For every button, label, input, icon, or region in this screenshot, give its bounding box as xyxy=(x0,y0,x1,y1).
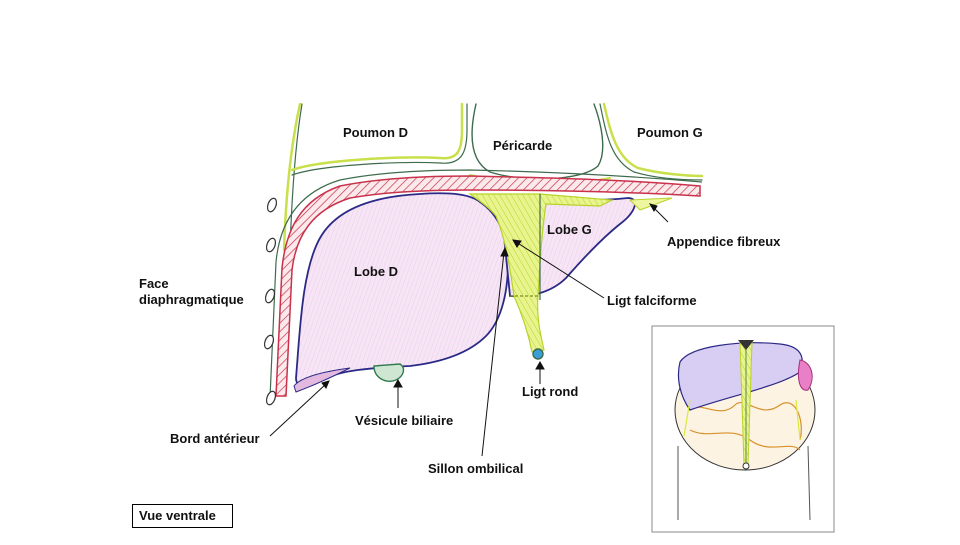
label-face-diaphragmatique-line1: Face xyxy=(139,276,169,291)
rib-marker xyxy=(265,237,277,253)
rib-marker xyxy=(263,334,275,350)
label-pericarde: Péricarde xyxy=(493,138,553,153)
arrowhead xyxy=(321,380,330,389)
inset-torso-sketch xyxy=(651,325,835,533)
label-sillon-ombilical: Sillon ombilical xyxy=(428,461,524,476)
vesicule-biliaire-shape xyxy=(373,363,405,382)
poumon-d-base xyxy=(290,102,464,172)
caption-vue-ventrale: Vue ventrale xyxy=(132,504,233,528)
pointer-bord-anterieur xyxy=(269,383,327,437)
ligt-falciforme-shape xyxy=(468,193,615,353)
rib-marker xyxy=(264,288,276,304)
poumon-g-inner-outline xyxy=(599,103,703,181)
label-ligt-rond: Ligt rond xyxy=(522,384,579,399)
poumon-d-base-inner xyxy=(291,103,468,176)
label-lobe-g: Lobe G xyxy=(547,222,592,237)
inset-umbilicus xyxy=(742,462,750,470)
label-appendice-fibreux: Appendice fibreux xyxy=(667,234,781,249)
label-lobe-d: Lobe D xyxy=(354,264,399,279)
arrowhead xyxy=(393,378,403,388)
poumon-d-outline xyxy=(282,102,302,252)
arrowhead xyxy=(648,203,658,212)
torso-outline xyxy=(677,445,811,521)
diaphragm xyxy=(269,169,703,399)
label-poumon-g: Poumon G xyxy=(637,125,703,140)
diaphragm-outer-green xyxy=(269,169,703,399)
rib-markers xyxy=(263,197,278,406)
rib-marker xyxy=(265,390,277,406)
inset-stomach xyxy=(797,359,813,391)
label-bord-anterieur: Bord antérieur xyxy=(170,431,260,446)
lobe-d-shape xyxy=(295,192,509,388)
bord-anterieur-strip xyxy=(293,367,351,393)
inset-xiphoid xyxy=(738,340,754,350)
ligt-rond-dot xyxy=(532,348,544,360)
poumon-g-outline xyxy=(602,102,704,178)
label-poumon-d: Poumon D xyxy=(343,125,408,140)
arrowhead xyxy=(512,239,522,248)
label-ligt-falciforme: Ligt falciforme xyxy=(607,293,697,308)
label-vesicule-biliaire: Vésicule biliaire xyxy=(355,413,454,428)
pointer-ligt-falciforme xyxy=(515,241,605,299)
pointer-sillon-ombilical xyxy=(481,251,505,457)
arrowhead xyxy=(535,360,545,370)
arrowhead xyxy=(500,246,509,257)
inset-border-lines xyxy=(683,399,801,441)
rib-marker xyxy=(266,197,278,213)
diaphragm-band xyxy=(275,175,701,397)
pointer-lines xyxy=(269,203,669,457)
label-face-diaphragmatique-line2: diaphragmatique xyxy=(139,292,244,307)
